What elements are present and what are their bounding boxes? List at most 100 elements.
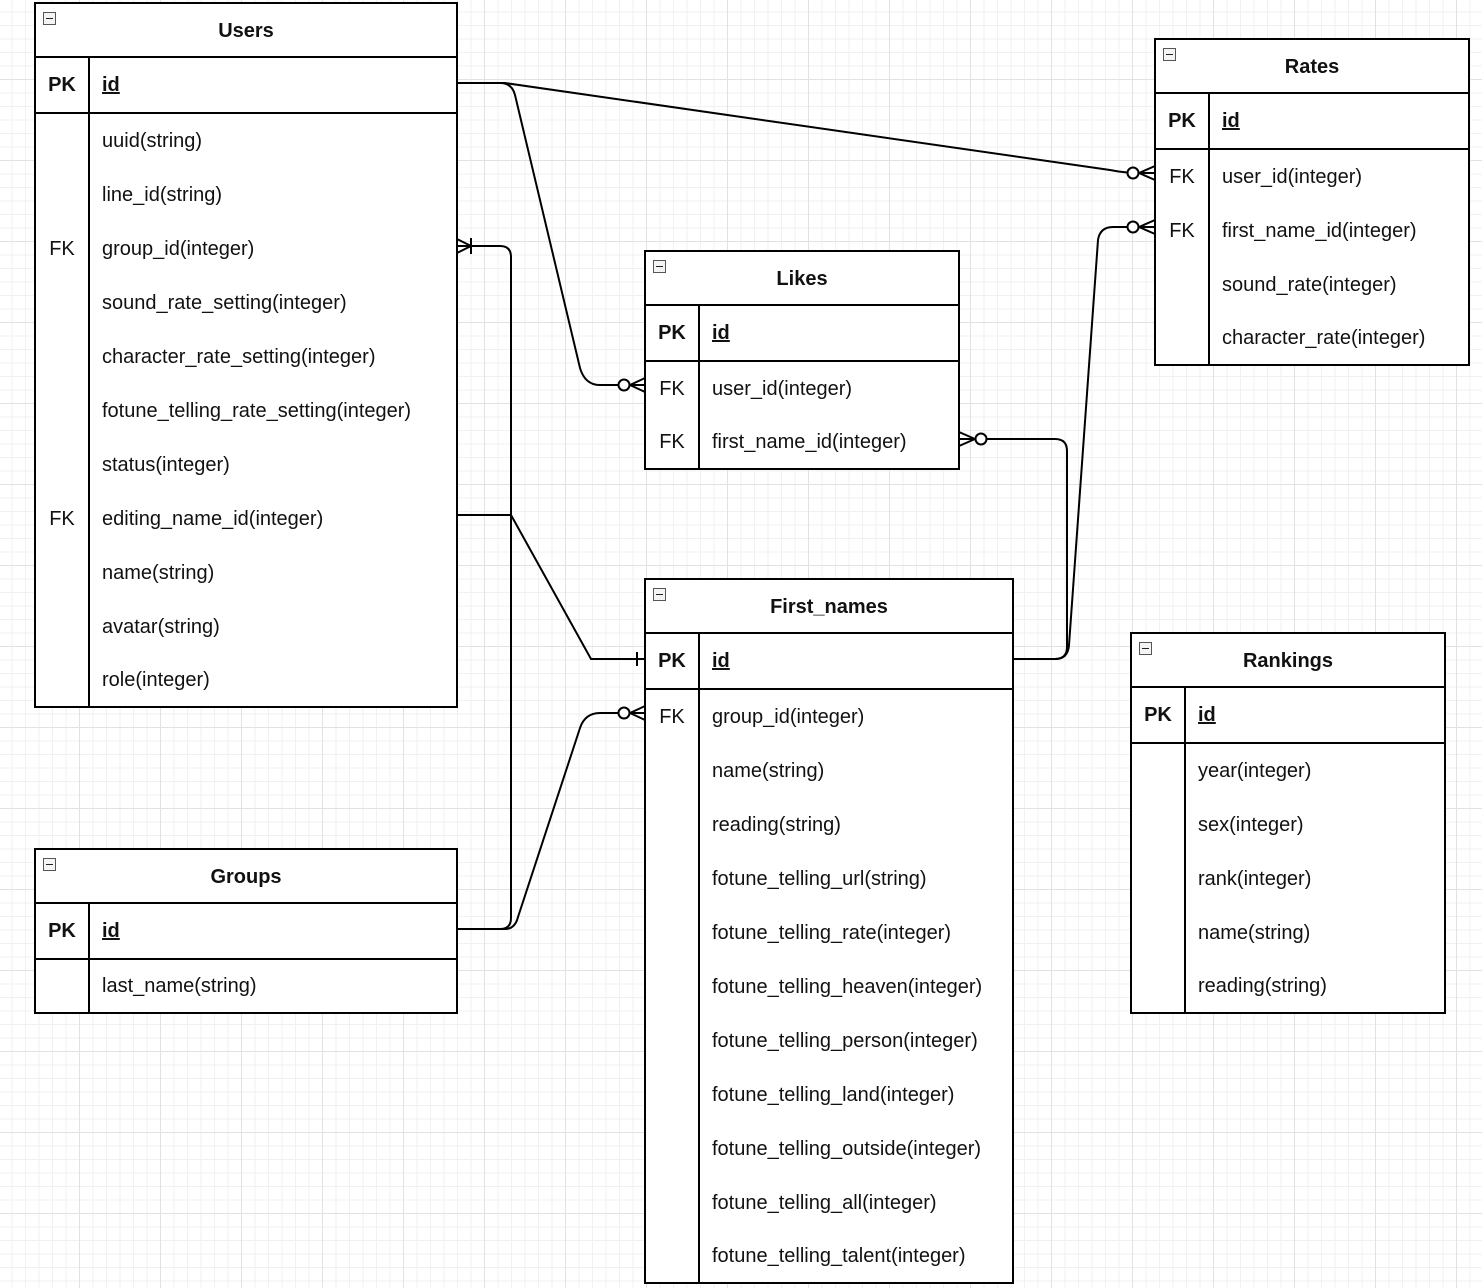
field-name: name(string) <box>1198 921 1311 944</box>
pk-row[interactable]: PK id <box>1132 688 1444 742</box>
field-row[interactable]: uuid(string) <box>36 114 456 168</box>
edge-users-rates[interactable] <box>457 82 1155 174</box>
field-row[interactable]: line_id(string) <box>36 168 456 222</box>
edge-groups-first-names[interactable] <box>457 712 645 930</box>
field-row[interactable]: FK first_name_id(integer) <box>646 416 958 468</box>
entity-groups[interactable]: Groups PK id last_name(string) <box>34 848 458 1014</box>
crowfoot-one-many-icon <box>456 238 472 254</box>
primary-key-section: PK id <box>1132 688 1444 744</box>
pk-row[interactable]: PK id <box>646 634 1012 688</box>
field-row[interactable]: avatar(string) <box>36 600 456 654</box>
entity-header[interactable]: Rates <box>1156 40 1468 94</box>
field-row[interactable]: reading(string) <box>1132 960 1444 1012</box>
field-row[interactable]: fotune_telling_url(string) <box>646 852 1012 906</box>
key-label <box>1132 744 1186 798</box>
collapse-icon[interactable] <box>653 588 666 601</box>
collapse-icon[interactable] <box>43 12 56 25</box>
key-label <box>36 960 90 1012</box>
field-row[interactable]: fotune_telling_rate_setting(integer) <box>36 384 456 438</box>
key-label: PK <box>1156 94 1210 148</box>
entity-header[interactable]: Rankings <box>1132 634 1444 688</box>
field-row[interactable]: fotune_telling_outside(integer) <box>646 1122 1012 1176</box>
entity-header[interactable]: Users <box>36 4 456 58</box>
field-row[interactable]: status(integer) <box>36 438 456 492</box>
field-row[interactable]: sound_rate_setting(integer) <box>36 276 456 330</box>
key-label <box>1132 852 1186 906</box>
collapse-icon[interactable] <box>1163 48 1176 61</box>
field-row[interactable]: year(integer) <box>1132 744 1444 798</box>
field-name: fotune_telling_outside(integer) <box>712 1137 982 1160</box>
entity-title: Likes <box>776 268 828 290</box>
crowfoot-zero-many-icon <box>617 705 646 721</box>
field-row[interactable]: fotune_telling_all(integer) <box>646 1176 1012 1230</box>
key-label <box>1132 960 1186 1012</box>
primary-key-section: PK id <box>1156 94 1468 150</box>
entity-header[interactable]: Likes <box>646 252 958 306</box>
key-label <box>36 330 90 384</box>
key-label <box>36 600 90 654</box>
field-row[interactable]: fotune_telling_talent(integer) <box>646 1230 1012 1282</box>
entity-rankings[interactable]: Rankings PK id year(integer) sex(integer… <box>1130 632 1446 1014</box>
pk-row[interactable]: PK id <box>36 58 456 112</box>
key-label <box>646 1230 700 1282</box>
field-row[interactable]: sound_rate(integer) <box>1156 258 1468 312</box>
field-name: fotune_telling_rate_setting(integer) <box>102 399 412 422</box>
edge-users-first-names[interactable] <box>457 514 645 660</box>
pk-row[interactable]: PK id <box>646 306 958 360</box>
entity-title: First_names <box>770 596 888 618</box>
field-row[interactable]: role(integer) <box>36 654 456 706</box>
field-name: first_name_id(integer) <box>712 430 907 453</box>
field-name: editing_name_id(integer) <box>102 507 324 530</box>
key-label <box>36 546 90 600</box>
field-row[interactable]: fotune_telling_rate(integer) <box>646 906 1012 960</box>
entity-header[interactable]: Groups <box>36 850 456 904</box>
field-row[interactable]: fotune_telling_land(integer) <box>646 1068 1012 1122</box>
entity-users[interactable]: Users PK id uuid(string) line_id(string)… <box>34 2 458 708</box>
edge-first-names-rates[interactable] <box>1013 226 1155 660</box>
field-name: id <box>102 73 120 96</box>
field-row[interactable]: name(string) <box>36 546 456 600</box>
field-row[interactable]: name(string) <box>646 744 1012 798</box>
pk-row[interactable]: PK id <box>1156 94 1468 148</box>
field-row[interactable]: fotune_telling_person(integer) <box>646 1014 1012 1068</box>
entity-title: Users <box>218 20 274 42</box>
primary-key-section: PK id <box>36 904 456 960</box>
field-name: line_id(string) <box>102 183 223 206</box>
pk-row[interactable]: PK id <box>36 904 456 958</box>
field-row[interactable]: name(string) <box>1132 906 1444 960</box>
entity-title: Rates <box>1284 56 1340 78</box>
field-name: first_name_id(integer) <box>1222 219 1417 242</box>
field-row[interactable]: rank(integer) <box>1132 852 1444 906</box>
field-row[interactable]: last_name(string) <box>36 960 456 1012</box>
key-label <box>36 168 90 222</box>
collapse-icon[interactable] <box>1139 642 1152 655</box>
entity-header[interactable]: First_names <box>646 580 1012 634</box>
field-row[interactable]: character_rate_setting(integer) <box>36 330 456 384</box>
field-name: name(string) <box>712 759 825 782</box>
field-row[interactable]: sex(integer) <box>1132 798 1444 852</box>
collapse-icon[interactable] <box>653 260 666 273</box>
edge-users-likes[interactable] <box>457 82 645 386</box>
collapse-icon[interactable] <box>43 858 56 871</box>
field-row[interactable]: character_rate(integer) <box>1156 312 1468 364</box>
field-name: status(integer) <box>102 453 230 476</box>
field-name: last_name(string) <box>102 974 257 997</box>
field-row[interactable]: fotune_telling_heaven(integer) <box>646 960 1012 1014</box>
field-row[interactable]: reading(string) <box>646 798 1012 852</box>
key-label: FK <box>646 416 700 468</box>
key-label <box>646 960 700 1014</box>
field-name: character_rate(integer) <box>1222 326 1426 349</box>
edge-groups-users[interactable] <box>457 245 512 930</box>
